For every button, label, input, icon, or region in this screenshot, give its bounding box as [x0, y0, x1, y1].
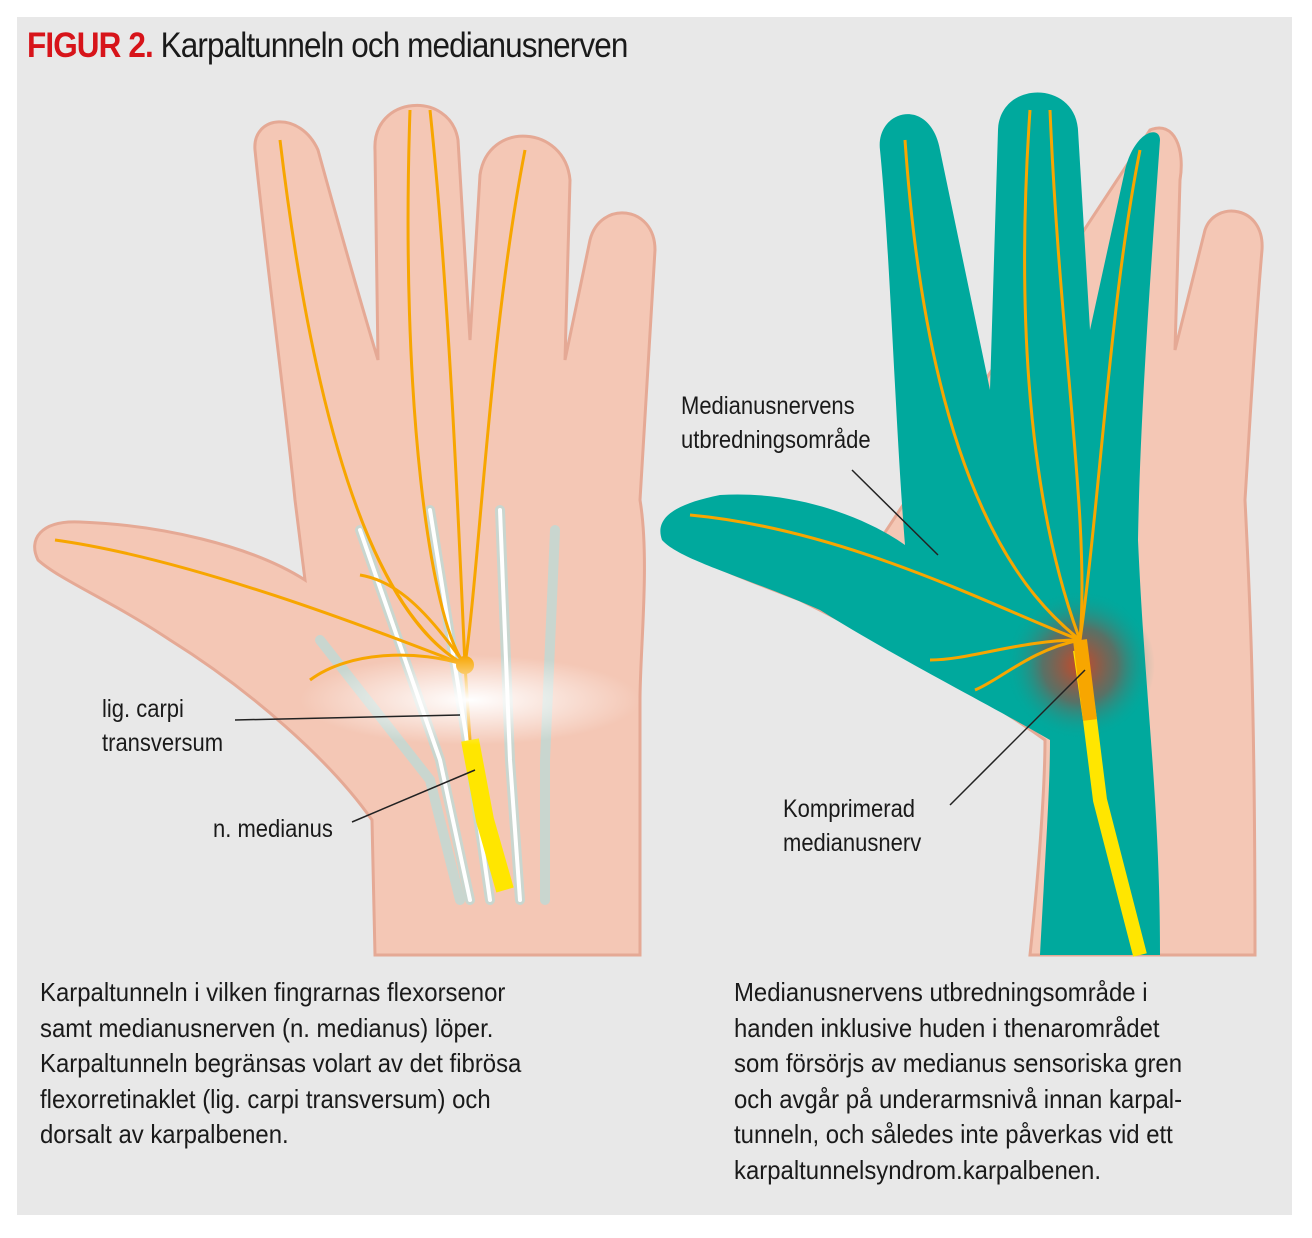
caption-line: tunneln, och således inte påverkas vid e…	[734, 1119, 1173, 1149]
label-line: medianusnerv	[783, 829, 922, 857]
left-hand-illustration	[33, 104, 657, 957]
caption-line: som försörjs av medianus sensoriska gren	[734, 1048, 1183, 1078]
figure-title-text: Karpaltunneln och medianusnerven	[160, 26, 629, 65]
label-sensory-area: Medianusnervens utbredningsområde	[681, 389, 871, 457]
caption-line: och avgår på underarmsnivå innan karpal-	[734, 1083, 1183, 1114]
caption-line: flexorretinaklet (lig. carpi transversum…	[40, 1083, 491, 1114]
label-compressed-nerve: Komprimerad medianusnerv	[783, 792, 921, 860]
figure-number: FIGUR 2.	[27, 26, 154, 65]
transverse-carpal-ligament	[300, 655, 640, 745]
label-line: Komprimerad	[783, 795, 916, 823]
right-hand-illustration	[660, 92, 1264, 957]
median-nerve-branches	[54, 109, 527, 741]
caption-line: handen inklusive huden i thenarområdet	[734, 1012, 1160, 1043]
left-hand-skin	[33, 104, 657, 957]
caption-line: karpaltunnelsyndrom.karpalbenen.	[734, 1154, 1102, 1185]
median-nerve-sensory-area	[660, 92, 1160, 955]
label-line: lig. carpi	[102, 695, 184, 723]
left-caption: Karpaltunneln i vilken fingrarnas flexor…	[40, 975, 521, 1153]
caption-line: Medianusnervens utbredningsområde i	[734, 977, 1148, 1007]
right-median-nerve-branches	[689, 109, 1142, 692]
caption-line: Karpaltunneln begränsas volart av det fi…	[40, 1048, 522, 1078]
figure-title: FIGUR 2. Karpaltunneln och medianusnerve…	[27, 26, 629, 66]
caption-line: Karpaltunneln i vilken fingrarnas flexor…	[40, 977, 506, 1007]
label-lig-carpi-transversum: lig. carpi transversum	[102, 692, 223, 760]
label-line: Medianusnervens	[681, 392, 855, 420]
caption-line: samt medianusnerven (n. medianus) löper.	[40, 1012, 494, 1043]
caption-line: dorsalt av karpalbenen.	[40, 1119, 289, 1149]
label-line: utbredningsområde	[681, 426, 871, 454]
median-nerve-trunk	[461, 738, 514, 893]
right-caption: Medianusnervens utbredningsområde i hand…	[734, 975, 1182, 1188]
label-n-medianus: n. medianus	[213, 815, 333, 843]
label-line: transversum	[102, 729, 224, 757]
